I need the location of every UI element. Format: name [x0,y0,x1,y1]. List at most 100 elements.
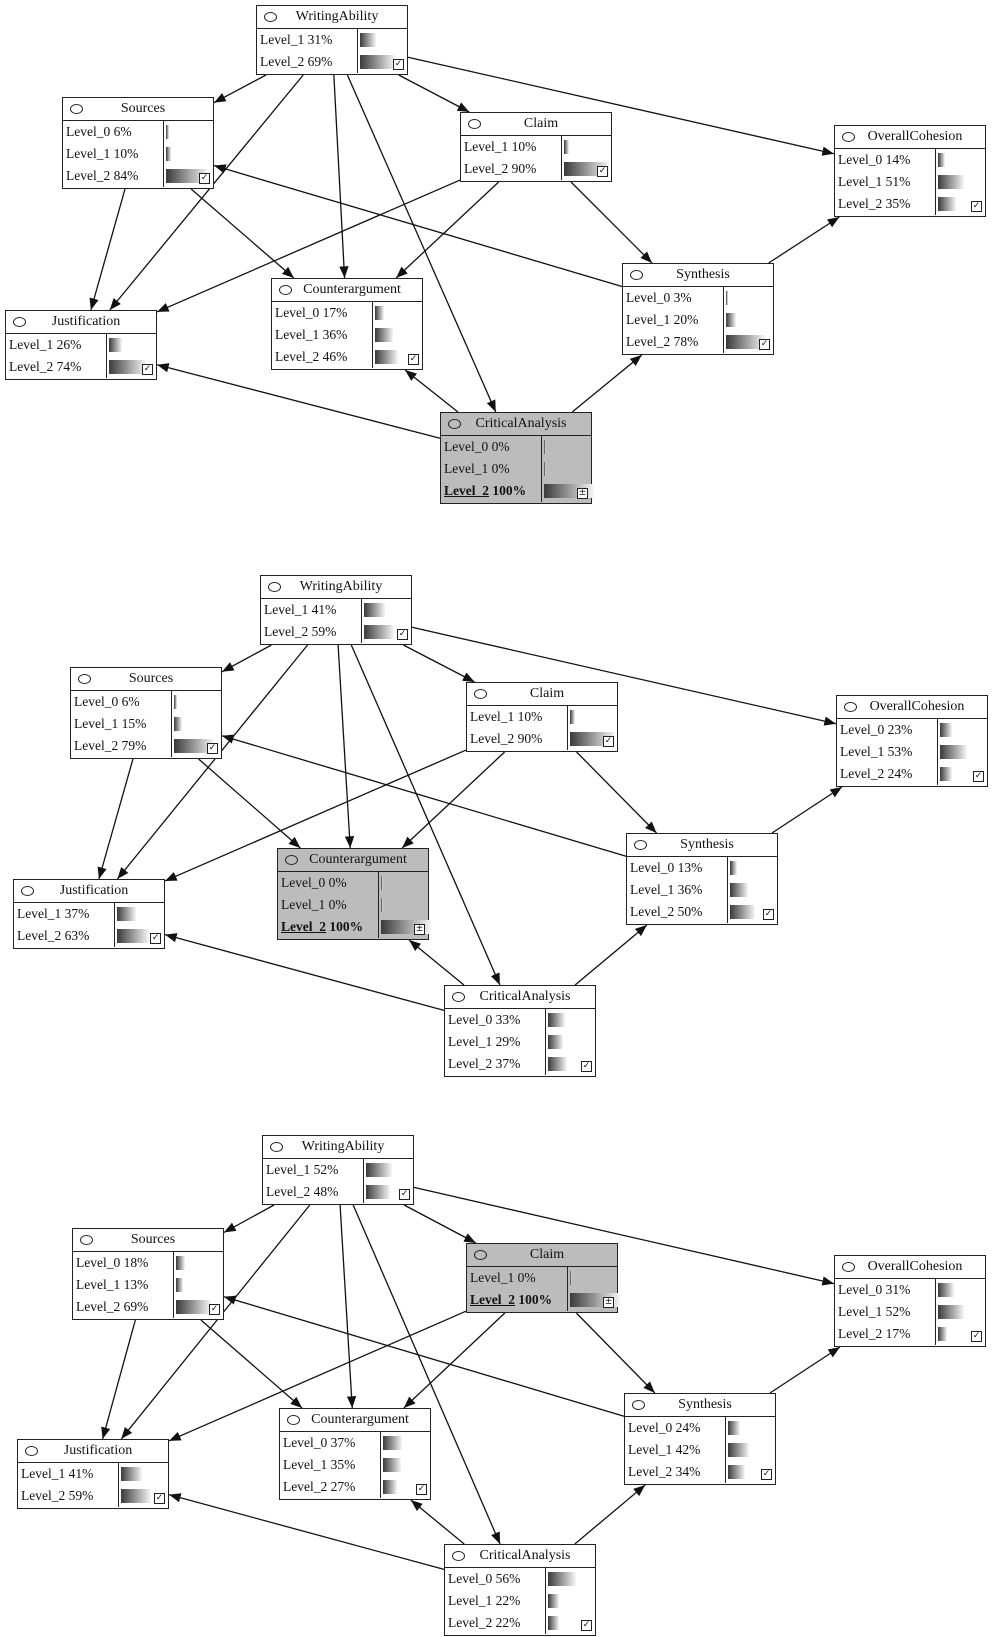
checkbox-icon[interactable]: ✓ [597,166,608,177]
state-row[interactable]: Level_0 3% [623,287,723,309]
state-row[interactable]: Level_0 18% [73,1252,173,1274]
checkbox-icon[interactable]: ✓ [199,173,210,184]
state-row[interactable]: Level_2 79% [71,735,171,757]
state-row[interactable]: Level_1 36% [627,879,727,901]
state-row[interactable]: Level_1 53% [837,741,937,763]
checkbox-icon[interactable]: ✓ [971,1331,982,1342]
state-row[interactable]: Level_0 17% [272,302,372,324]
state-row[interactable]: Level_1 35% [280,1454,380,1476]
state-row[interactable]: Level_0 56% [445,1568,545,1590]
state-row[interactable]: Level_1 36% [272,324,372,346]
state-row[interactable]: Level_2 100% [278,916,378,938]
checkbox-icon[interactable]: ✓ [761,1469,772,1480]
checkbox-icon[interactable]: ✓ [581,1620,592,1631]
state-row[interactable]: Level_2 50% [627,901,727,923]
state-row[interactable]: Level_1 51% [835,171,935,193]
checkbox-icon[interactable]: ✓ [581,1061,592,1072]
state-row[interactable]: Level_2 17% [835,1323,935,1345]
checkbox-icon[interactable]: ✓ [150,933,161,944]
state-row[interactable]: Level_2 35% [835,193,935,215]
state-row[interactable]: Level_2 48% [263,1181,363,1203]
state-row[interactable]: Level_1 42% [625,1439,725,1461]
state-row[interactable]: Level_0 0% [441,436,541,458]
checkbox-icon[interactable]: ✓ [209,1304,220,1315]
state-row[interactable]: Level_0 37% [280,1432,380,1454]
state-row[interactable]: Level_1 41% [18,1463,118,1485]
checkbox-icon[interactable]: ✓ [603,736,614,747]
state-row[interactable]: Level_1 0% [467,1267,567,1289]
state-row[interactable]: Level_0 6% [71,691,171,713]
checkbox-icon[interactable]: ✓ [763,909,774,920]
state-row[interactable]: Level_2 100% [467,1289,567,1311]
state-row[interactable]: Level_1 15% [71,713,171,735]
state-row[interactable]: Level_2 59% [18,1485,118,1507]
state-row[interactable]: Level_2 34% [625,1461,725,1483]
state-row[interactable]: Level_2 90% [467,728,567,750]
state-row[interactable]: Level_0 0% [278,872,378,894]
state-row[interactable]: Level_1 20% [623,309,723,331]
state-row[interactable]: Level_0 33% [445,1009,545,1031]
state-row[interactable]: Level_1 52% [263,1159,363,1181]
state-row[interactable]: Level_1 41% [261,599,361,621]
checkbox-icon[interactable]: ✓ [759,339,770,350]
checkbox-icon[interactable]: ✓ [154,1493,165,1504]
checkbox-icon[interactable]: ✓ [416,1484,427,1495]
state-row[interactable]: Level_1 10% [467,706,567,728]
state-row[interactable]: Level_2 37% [445,1053,545,1075]
state-row[interactable]: Level_1 37% [14,903,114,925]
state-row[interactable]: Level_1 31% [257,29,357,51]
state-row[interactable]: Level_0 13% [627,857,727,879]
checkbox-icon[interactable]: ✓ [207,743,218,754]
state-row[interactable]: Level_2 74% [6,356,106,378]
evidence-toggle-icon[interactable]: ± [414,924,425,935]
state-row[interactable]: Level_2 90% [461,158,561,180]
state-row[interactable]: Level_1 10% [461,136,561,158]
state-row[interactable]: Level_2 69% [73,1296,173,1318]
state-row[interactable]: Level_2 46% [272,346,372,368]
state-row[interactable]: Level_1 13% [73,1274,173,1296]
checkbox-icon[interactable]: ✓ [408,354,419,365]
state-row[interactable]: Level_0 24% [625,1417,725,1439]
evidence-toggle-icon[interactable]: ± [577,488,588,499]
evidence-toggle-icon[interactable]: ± [603,1297,614,1308]
state-row[interactable]: Level_2 27% [280,1476,380,1498]
state-row[interactable]: Level_2 63% [14,925,114,947]
state-row[interactable]: Level_2 59% [261,621,361,643]
checkbox-icon[interactable]: ✓ [397,629,408,640]
state-row[interactable]: Level_1 0% [278,894,378,916]
state-row[interactable]: Level_1 0% [441,458,541,480]
state-row[interactable]: Level_0 31% [835,1279,935,1301]
state-row[interactable]: Level_1 10% [63,143,163,165]
state-row[interactable]: Level_2 100% [441,480,541,502]
state-row[interactable]: Level_2 78% [623,331,723,353]
checkbox-icon[interactable]: ✓ [971,201,982,212]
state-row[interactable]: Level_0 6% [63,121,163,143]
checkbox-icon[interactable]: ✓ [393,59,404,70]
checkbox-icon[interactable]: ✓ [973,771,984,782]
state-row[interactable]: Level_1 52% [835,1301,935,1323]
state-row[interactable]: Level_0 14% [835,149,935,171]
checkbox-icon[interactable]: ✓ [142,364,153,375]
state-row[interactable]: Level_2 69% [257,51,357,73]
